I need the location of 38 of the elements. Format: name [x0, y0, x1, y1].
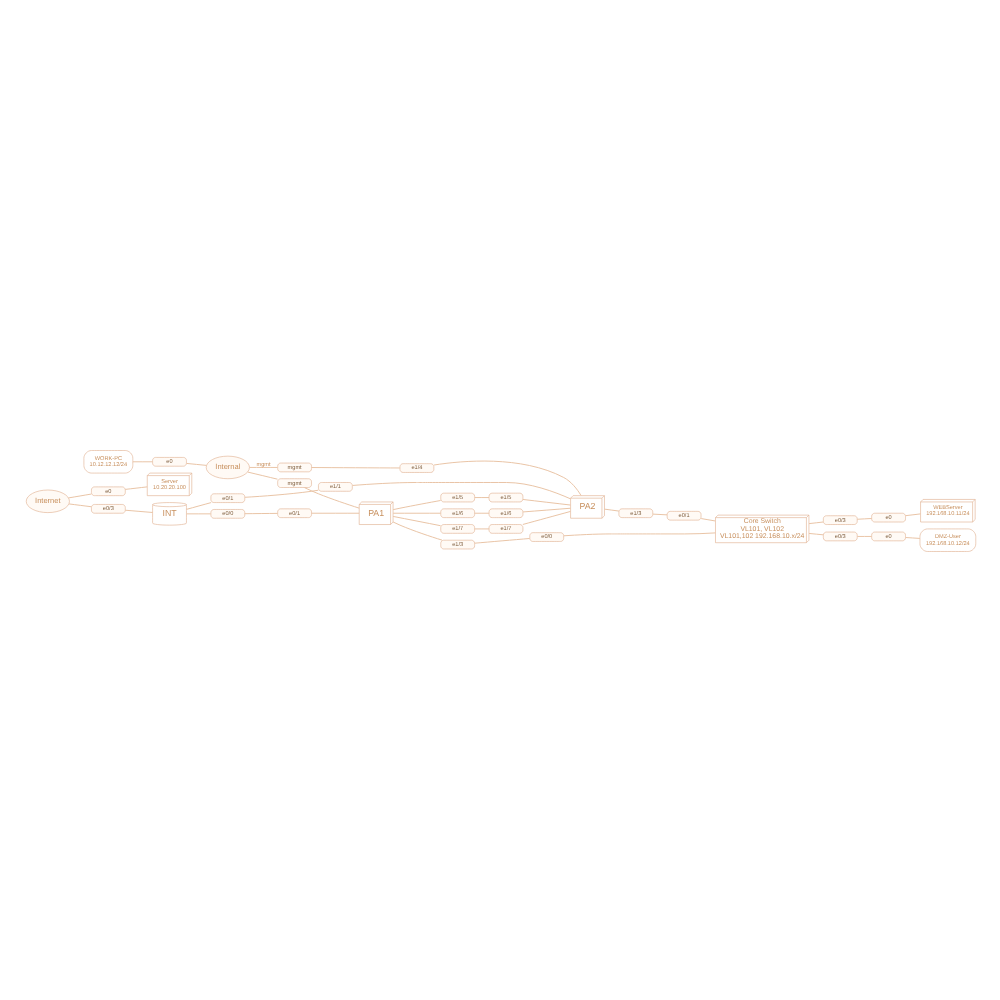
- connector: [67, 492, 91, 498]
- connector: [855, 517, 872, 519]
- connector: [123, 485, 147, 489]
- connector: [904, 512, 920, 516]
- connector: [248, 465, 277, 467]
- connector: [807, 531, 823, 535]
- connector: [521, 498, 570, 505]
- connector: [391, 511, 441, 513]
- connector: [521, 510, 570, 524]
- connector: [473, 537, 530, 543]
- connector: [310, 466, 400, 468]
- connector: [391, 499, 441, 510]
- connector: [185, 501, 211, 509]
- connector: [310, 511, 359, 513]
- connector: [246, 470, 277, 479]
- connector: [473, 527, 489, 529]
- connector: [185, 461, 206, 465]
- connector: [603, 507, 619, 511]
- connector: [473, 511, 489, 513]
- connector: [131, 460, 152, 462]
- connector: [185, 512, 211, 514]
- connector: [855, 534, 872, 536]
- connector: [391, 520, 442, 540]
- connector: [473, 496, 489, 498]
- connector: [123, 508, 152, 512]
- connector: [521, 506, 570, 512]
- connector: [807, 520, 823, 524]
- connector: [67, 502, 91, 507]
- connector: [699, 517, 715, 521]
- connector: [351, 481, 570, 499]
- connector: [904, 536, 920, 538]
- connector: [651, 512, 667, 515]
- connector: [391, 514, 441, 526]
- connector: [432, 459, 581, 495]
- connector: [302, 486, 359, 508]
- connector: [243, 488, 318, 497]
- connector: [243, 511, 278, 514]
- connector: [562, 531, 715, 536]
